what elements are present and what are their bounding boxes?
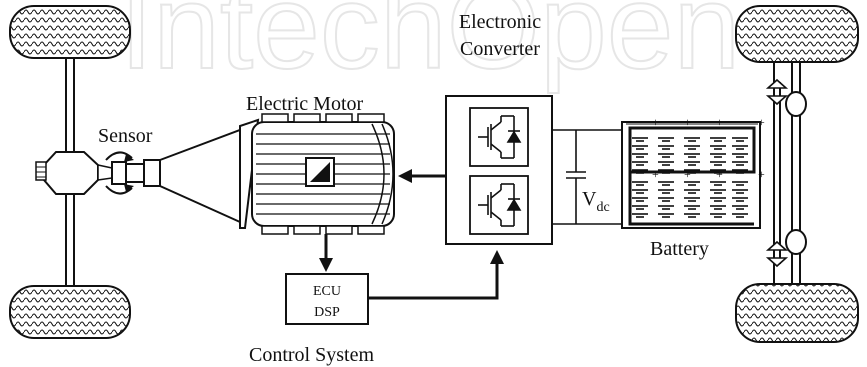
rear-right-wheel [735, 283, 859, 343]
dc-link [552, 129, 622, 225]
converter-label-line1: Electronic [459, 11, 541, 33]
converter-label-line2: Converter [460, 38, 540, 60]
sensor-icon [105, 151, 134, 195]
battery-cells [632, 137, 748, 218]
electronic-converter [445, 95, 553, 245]
battery-plus-sign: + [652, 115, 659, 129]
left-axle [65, 58, 75, 286]
battery-plus-sign: + [758, 115, 765, 129]
battery-plus-sign: + [684, 115, 691, 129]
control-system-label: Control System [249, 344, 374, 366]
dsp-label: DSP [314, 305, 340, 320]
battery-pack [621, 121, 761, 229]
right-axle [773, 62, 807, 284]
motor-shaft [125, 128, 241, 224]
battery-plus-sign: + [716, 167, 723, 181]
sensor-label: Sensor [98, 125, 153, 147]
igbt-icon-upper [478, 115, 522, 159]
igbt-icon-lower [478, 183, 522, 227]
differential [35, 151, 113, 195]
battery-label: Battery [650, 238, 709, 260]
right-suspension-joints [765, 78, 789, 268]
front-left-wheel [9, 5, 131, 59]
vdc-subscript: dc [596, 200, 609, 215]
electric-motor [239, 113, 395, 235]
ecu-label: ECU [313, 284, 341, 299]
battery-plus-sign: + [684, 167, 691, 181]
vdc-label: Vdc [582, 188, 610, 215]
watermark-text: IntechOpen [120, 0, 740, 94]
electric-motor-label: Electric Motor [246, 93, 364, 115]
battery-plus-sign: + [758, 167, 765, 181]
battery-plus-sign: + [652, 167, 659, 181]
battery-plus-signs: + + + + + + + + [652, 115, 765, 181]
battery-plus-sign: + [716, 115, 723, 129]
ecu-to-converter-arrow [368, 250, 504, 300]
front-right-wheel [735, 5, 859, 63]
converter-to-motor-arrow [398, 169, 446, 183]
motor-to-ecu-arrow [319, 234, 333, 272]
rear-left-wheel [9, 285, 131, 339]
